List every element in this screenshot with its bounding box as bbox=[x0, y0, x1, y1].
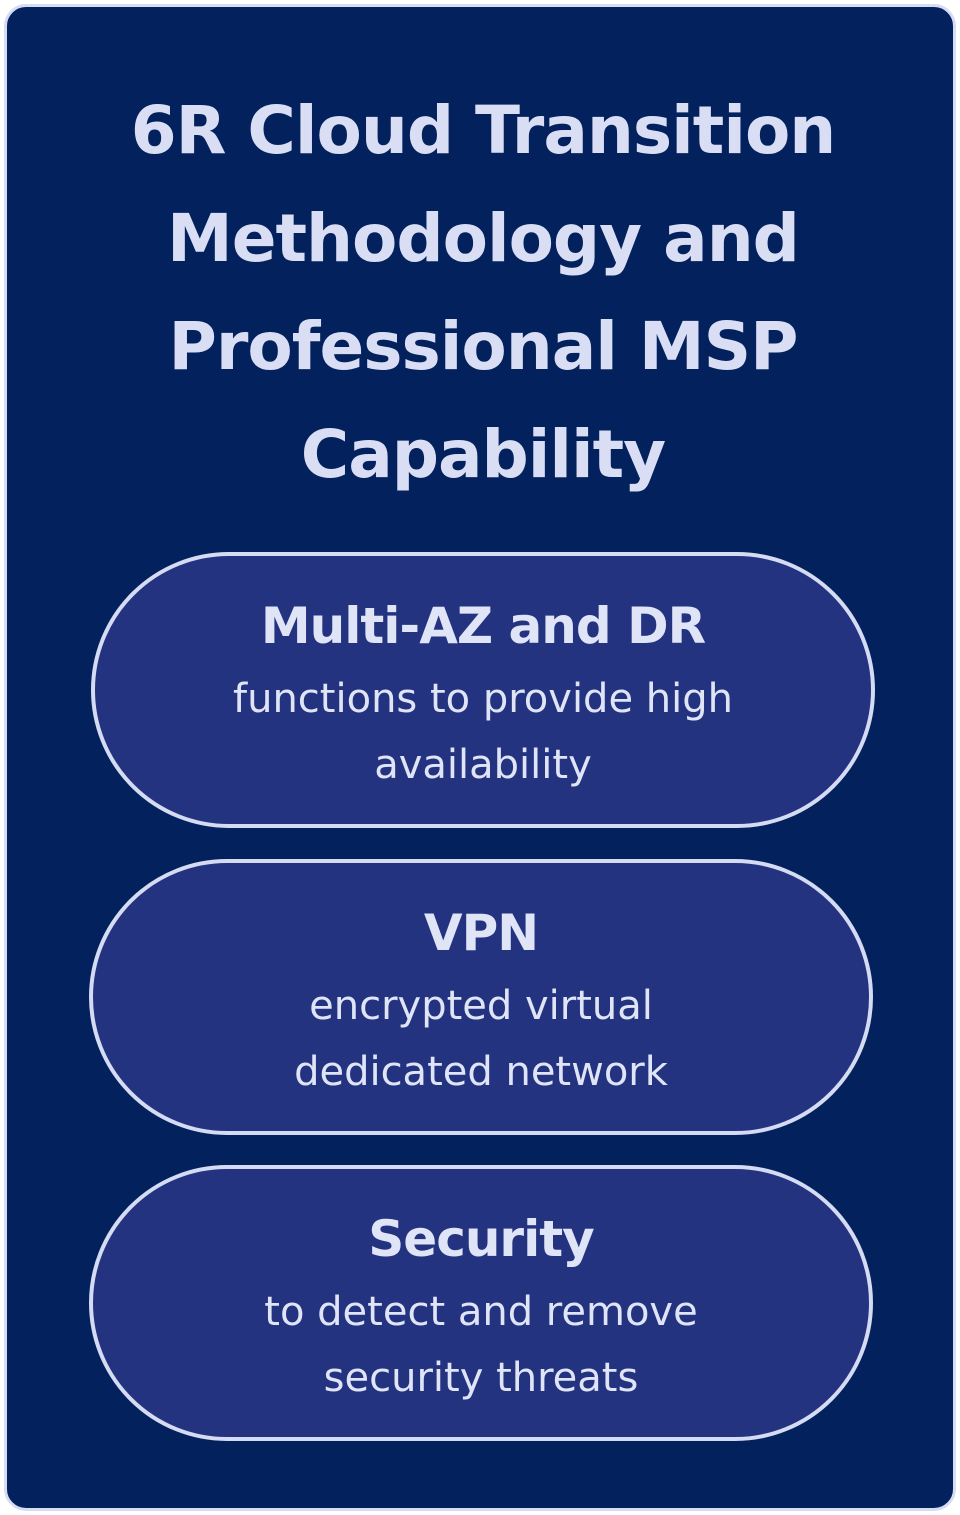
pill-title: Multi-AZ and DR bbox=[260, 597, 706, 655]
pill-description: to detect and remove security threats bbox=[93, 1279, 869, 1411]
pill-title: Security bbox=[368, 1210, 594, 1268]
pill-desc-line-1: encrypted virtual bbox=[309, 983, 653, 1029]
title-line-1: 6R Cloud Transition bbox=[130, 92, 837, 169]
security-pill: Security to detect and remove security t… bbox=[89, 1165, 873, 1441]
title-line-3: Professional MSP bbox=[168, 308, 799, 385]
multi-az-dr-pill: Multi-AZ and DR functions to provide hig… bbox=[91, 552, 875, 828]
pill-description: functions to provide high availability bbox=[95, 666, 871, 798]
pill-desc-line-1: functions to provide high bbox=[233, 676, 733, 722]
title-line-2: Methodology and bbox=[167, 200, 800, 277]
title-line-4: Capability bbox=[300, 416, 666, 493]
capability-card: 6R Cloud Transition Methodology and Prof… bbox=[4, 4, 956, 1511]
pill-description: encrypted virtual dedicated network bbox=[93, 973, 869, 1105]
pill-desc-line-1: to detect and remove bbox=[264, 1289, 698, 1335]
pill-title: VPN bbox=[423, 904, 539, 962]
vpn-pill: VPN encrypted virtual dedicated network bbox=[89, 859, 873, 1135]
pill-desc-line-2: availability bbox=[374, 742, 592, 788]
pill-desc-line-2: dedicated network bbox=[294, 1049, 668, 1095]
pill-desc-line-2: security threats bbox=[323, 1355, 639, 1401]
card-title: 6R Cloud Transition Methodology and Prof… bbox=[7, 77, 959, 509]
